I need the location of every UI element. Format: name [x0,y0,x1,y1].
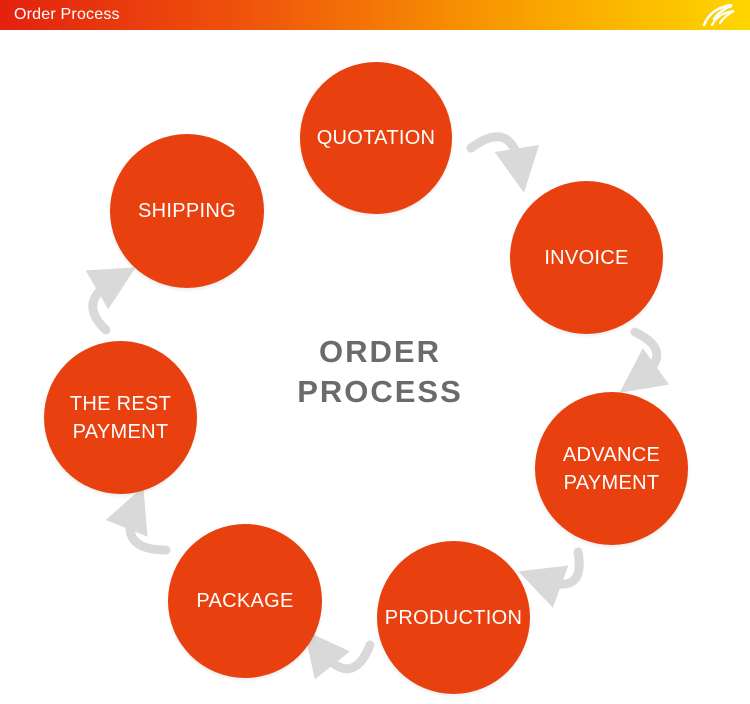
step-production: PRODUCTION [377,541,530,694]
step-the-rest-payment: THE REST PAYMENT [44,341,197,494]
step-label: PACKAGE [196,590,294,612]
curved-arrow-icon [518,547,584,608]
header-title: Order Process [14,6,120,23]
curved-arrow-icon [619,327,670,393]
curved-arrow-icon [85,267,136,335]
curved-arrow-icon [466,132,540,193]
swirl-logo-icon [702,3,735,27]
step-invoice: INVOICE [510,181,663,334]
step-shipping: SHIPPING [110,134,264,288]
step-advance-payment: ADVANCE PAYMENT [535,392,688,545]
curved-arrow-icon [105,486,171,555]
step-label: ADVANCE PAYMENT [562,443,661,494]
step-label: QUOTATION [316,127,436,149]
step-quotation: QUOTATION [300,62,452,214]
step-label: THE REST PAYMENT [69,392,172,443]
step-label: INVOICE [544,246,629,269]
center-title: ORDER PROCESS [297,334,463,409]
step-label: PRODUCTION [384,606,523,629]
step-label: SHIPPING [138,200,236,222]
curved-arrow-icon [304,630,375,680]
step-package: PACKAGE [168,524,322,678]
header-bar: Order Process [0,0,750,30]
